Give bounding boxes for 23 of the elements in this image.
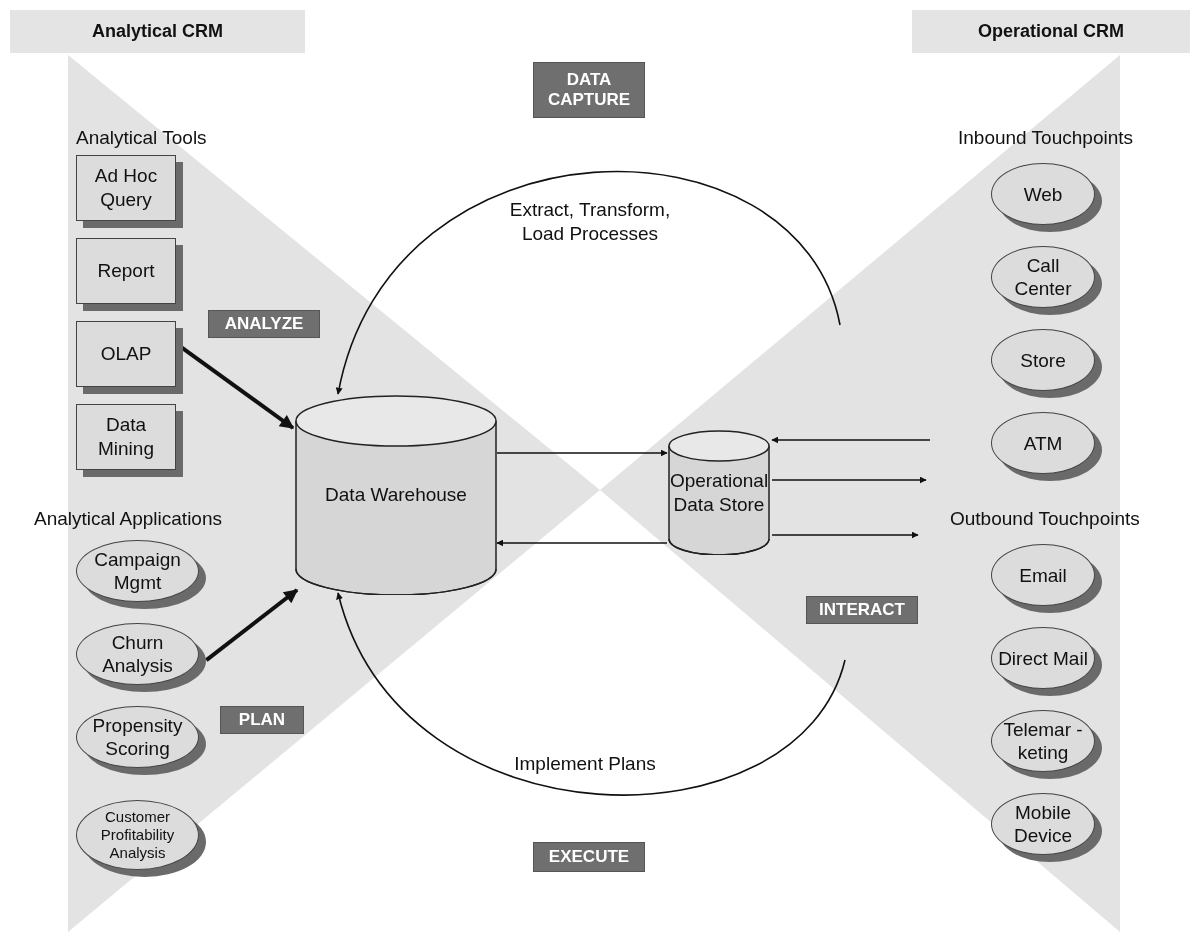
- group-heading: Analytical Tools: [76, 127, 207, 149]
- edge-label: Implement Plans: [513, 752, 657, 776]
- stage-banner: PLAN: [220, 706, 304, 734]
- arrow: [496, 449, 668, 457]
- database-cylinder: Data Warehouse: [295, 395, 497, 595]
- stage-banner: EXECUTE: [533, 842, 645, 872]
- database-cylinder: Operational Data Store: [668, 430, 770, 555]
- group-heading: Inbound Touchpoints: [958, 127, 1134, 149]
- arrow: [771, 476, 927, 484]
- stage-banner: INTERACT: [806, 596, 918, 624]
- header-bar: Analytical CRM: [10, 10, 305, 53]
- arrow: [771, 436, 931, 444]
- arrow: [336, 171, 841, 395]
- arrow: [496, 539, 668, 547]
- group-heading: Outbound Touchpoints: [950, 508, 1140, 530]
- arrow: [771, 531, 919, 539]
- edge-label: Extract, Transform, Load Processes: [508, 198, 672, 246]
- header-bar: Operational CRM: [912, 10, 1190, 53]
- arrow: [205, 588, 299, 662]
- arrow: [336, 592, 846, 795]
- stage-banner: ANALYZE: [208, 310, 320, 338]
- stage-banner: DATA CAPTURE: [533, 62, 645, 118]
- group-heading: Analytical Applications: [34, 508, 222, 530]
